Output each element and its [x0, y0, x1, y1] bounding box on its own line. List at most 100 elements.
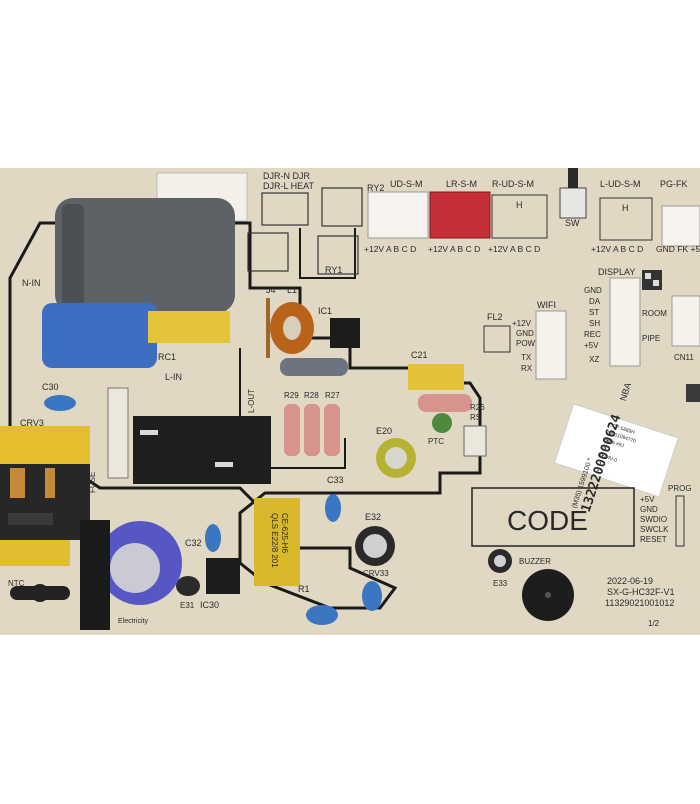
switch-sw [559, 187, 587, 219]
display-pin-sh: SH [589, 319, 600, 328]
pins-c: +12V A B C D [488, 244, 540, 254]
ptc-label: PTC [428, 437, 444, 446]
pipe-label: PIPE [642, 334, 660, 343]
relay-black [133, 416, 271, 484]
sticker-small-4: IS [601, 445, 608, 452]
l-ud-s-m-label: L-UD-S-M [600, 179, 641, 189]
h-left-label: H [516, 200, 523, 210]
capacitor-c30 [44, 395, 76, 411]
j4-label: J4 [266, 285, 276, 295]
capacitor-c21 [408, 364, 464, 390]
resistor-grey [280, 358, 348, 376]
r29-label: R29 [284, 391, 299, 400]
l1-label: L1 [287, 285, 297, 295]
pins-a: +12V A B C D [364, 244, 416, 254]
room-label: ROOM [642, 309, 667, 318]
wifi-pin-pow: POW [516, 339, 536, 348]
wifi-connector [535, 310, 567, 380]
n-in-label: N-IN [22, 278, 41, 288]
crv3-label: CRV3 [20, 418, 44, 428]
resistor-r27 [324, 404, 340, 456]
pins-d: +12V A B C D [591, 244, 643, 254]
cn11-label: CN11 [674, 353, 694, 362]
prog-title: PROG [668, 484, 692, 493]
ic30-chip [206, 558, 240, 594]
connector-pg-fk [661, 205, 700, 247]
x-capacitor-blue [42, 303, 157, 368]
e33-label: E33 [493, 579, 508, 588]
capacitor-c33 [325, 494, 341, 522]
lr-s-m-label: LR-S-M [446, 179, 477, 189]
wifi-pin-gnd: GND [516, 329, 534, 338]
display-pin-da: DA [589, 297, 601, 306]
capacitor-yellow-left-top [0, 426, 90, 464]
capacitor-blue-crv33 [362, 581, 382, 611]
resistor-r29 [284, 404, 300, 456]
sw-label: SW [565, 218, 580, 228]
capacitor-yellow-small [148, 311, 230, 343]
capacitor-c32 [205, 524, 221, 552]
wifi-title: WIFI [537, 300, 556, 310]
resistor-r26 [418, 394, 472, 412]
fuse-holder [107, 387, 129, 479]
model-text: SX-G-HC32F-V1 [607, 587, 675, 597]
wifi-pin-12v: +12V [512, 319, 532, 328]
r28-label: R28 [304, 391, 319, 400]
prog-pin-5v: +5V [640, 495, 655, 504]
display-pin-5v: +5V [584, 341, 599, 350]
prog-pin-swdio: SWDIO [640, 515, 667, 524]
l-out-label: L-OUT [247, 389, 256, 413]
ntc-label: NTC [8, 579, 25, 588]
display-pin-st: ST [589, 308, 599, 317]
c33-label: C33 [327, 475, 344, 485]
pcb-photo: DJR-N DJR DJR-L HEAT RY2 RY1 UD-S-M LR-S… [0, 168, 700, 635]
relay-label-ry1: RY1 [325, 265, 342, 275]
wifi-pin-tx: TX [521, 353, 532, 362]
prog-pin-reset: RESET [640, 535, 667, 544]
display-title: DISPLAY [598, 267, 635, 277]
crv33-label: CRV33 [363, 569, 389, 578]
x-capacitor-grey [55, 198, 235, 313]
switching-transformer [254, 498, 300, 586]
ic1-label: IC1 [318, 306, 332, 316]
pins-b: +12V A B C D [428, 244, 480, 254]
resistor-r28 [304, 404, 320, 456]
buzzer-label: BUZZER [519, 557, 551, 566]
ic30-label: IC30 [200, 600, 219, 610]
connector-lr-s-m [429, 191, 491, 239]
date-text: 2022-06-19 [607, 576, 653, 586]
transformer-text-1: CE-625-H6 [280, 513, 289, 554]
relay-label-djr-l: DJR-L HEAT [263, 181, 315, 191]
barcode-sticker: CCP-5889H 13001094770 8066 #9J IS M 94V-… [553, 403, 679, 498]
sticker-small-5: M 94V-0 [598, 452, 618, 464]
wifi-pin-rx: RX [521, 364, 533, 373]
electricity-logo: Electricity [118, 618, 148, 625]
r1-label: R1 [298, 584, 310, 594]
rs-component [463, 425, 487, 457]
pg-fk-label: PG-FK [660, 179, 688, 189]
connector-ud-s-m [367, 191, 429, 239]
e20-label: E20 [376, 426, 392, 436]
fl2-label: FL2 [487, 312, 503, 322]
prog-pin-gnd: GND [640, 505, 658, 514]
capacitor-e31 [176, 576, 200, 596]
page-text: 1/2 [648, 619, 660, 628]
transformer-text-2: QLS E22/8 201 [270, 513, 279, 568]
relay-label-djr-n: DJR-N DJR [263, 171, 310, 181]
relay-label-ry2: RY2 [367, 183, 384, 193]
c21-label: C21 [411, 350, 428, 360]
c32-label: C32 [185, 538, 202, 548]
code-label: CODE [507, 505, 588, 536]
capacitor-blue-bottom [306, 605, 338, 625]
display-pin-gnd: GND [584, 286, 602, 295]
serial-text: 11329021001012 [605, 598, 674, 608]
rs-label: RS [470, 413, 481, 422]
r26-label: R26 [470, 403, 485, 412]
rc1-label: RC1 [158, 352, 176, 362]
connector-room-pipe [671, 295, 700, 347]
gnd-fk-label: GND FK +5 [656, 244, 700, 254]
prog-pin-swclk: SWCLK [640, 525, 669, 534]
r27-label: R27 [325, 391, 340, 400]
ic1-chip [330, 318, 360, 348]
h-right-label: H [622, 203, 629, 213]
